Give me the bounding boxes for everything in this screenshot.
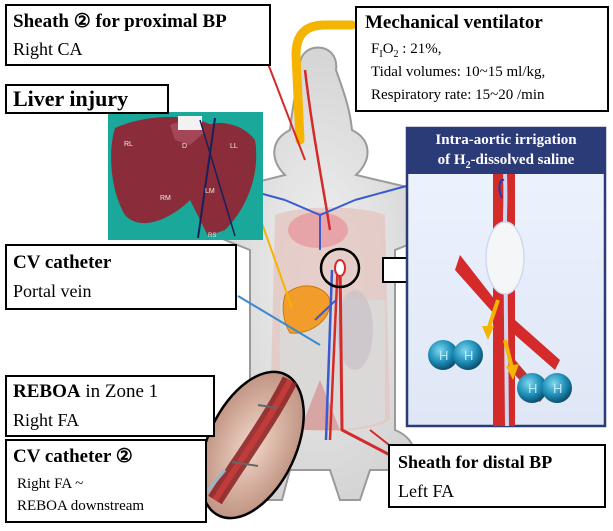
irrigation-header: Intra-aortic irrigation of H2-dissolved … [409,130,603,174]
reboa-zoom-oval [198,370,305,520]
fio2-i: I [379,49,383,60]
cv-catheter-2-sub2: REBOA downstream [17,498,145,514]
liver-injury-box: Liver injury [5,84,169,114]
reboa-box: REBOA in Zone 1 Right FA [5,375,215,437]
cv-catheter-portal-sub: Portal vein [13,281,92,301]
sheath-proximal-box: Sheath ② for proximal BP Right CA [5,4,271,66]
sheath-proximal-title: Sheath ② for proximal BP [13,11,227,32]
irrigation-panel [405,126,607,428]
ventilator-tube-icon [291,20,357,145]
fio2-f: F [371,41,380,57]
sheath-proximal-sub: Right CA [13,39,83,59]
ventilator-title: Mechanical ventilator [365,12,543,33]
molecule-h-2: H [464,348,473,363]
vessels [229,69,411,457]
connector-cv-portal [237,295,321,346]
ventilator-box: Mechanical ventilator FIO2 : 21%, Tidal … [355,6,609,112]
molecule-h-3: H [528,381,537,396]
liver-label-d: D [182,143,187,150]
fio2-value: : 21%, [398,41,442,57]
liver-label-ll: LL [230,143,238,150]
liver-label-rm: RM [160,195,171,202]
liver-label-rs: RS [208,233,216,239]
cv-catheter-2-title: CV catheter ② [13,446,133,467]
reboa-title: REBOA in Zone 1 [13,381,158,403]
liver-label-rl: RL [124,141,133,148]
cv-catheter-2-sub1: Right FA ~ [17,476,84,492]
fio2-o: O [382,41,394,57]
sheath-distal-box: Sheath for distal BP Left FA [388,444,606,508]
reboa-sub: Right FA [13,410,80,430]
aorta-magnifier-circle [319,247,361,289]
sheath-distal-title: Sheath for distal BP [398,452,553,472]
irrigation-line2-b: -dissolved saline [470,152,575,168]
irrigation-line2-a: of H [437,152,466,168]
cv-catheter-2-box: CV catheter ② Right FA ~ REBOA downstrea… [5,439,207,523]
liver-injury-title: Liver injury [13,86,129,111]
irrigation-line2: of H2-dissolved saline [409,150,603,176]
aorta-balloon-mini [334,259,346,277]
irrigation-line2-sub: 2 [465,160,471,171]
cv-catheter-portal-title: CV catheter [13,252,112,273]
molecule-h-1: H [439,348,448,363]
reboa-title-rest: in Zone 1 [80,381,159,402]
irrigation-line1: Intra-aortic irrigation [435,132,577,148]
connector-liver [257,211,293,309]
molecule-h-4: H [553,381,562,396]
h2-molecule-right: H H [517,373,572,403]
ventilator-tidal: Tidal volumes: 10~15 ml/kg, [371,64,546,80]
sheath-distal-sub: Left FA [398,481,455,501]
body-liver [282,285,331,334]
ventilator-rate: Respiratory rate: 15~20 /min [371,87,545,103]
h2-molecule-left: H H [428,340,483,370]
liver-label-lm: LM [205,188,215,195]
fio2-2: 2 [393,49,399,60]
connector-sheath-proximal [261,47,306,161]
ventilator-fio2: FIO2 : 21%, [371,41,441,60]
reboa-title-bold: REBOA [13,381,81,402]
cv-catheter-portal-box: CV catheter Portal vein [5,244,237,310]
liver-photo: RL D LL RM LM RS [108,112,263,240]
